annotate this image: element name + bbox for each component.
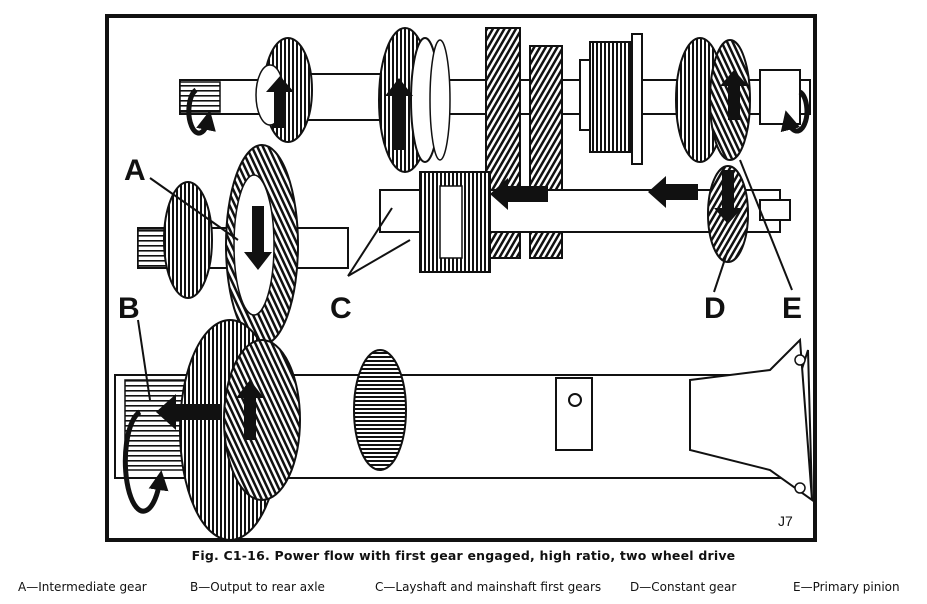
rotation-arrow-icon	[186, 87, 216, 136]
label-c: C	[330, 292, 352, 325]
label-b: B	[118, 292, 140, 325]
label-e: E	[782, 292, 802, 325]
legend-item-a: A—Intermediate gear	[18, 580, 147, 594]
label-leaders	[137, 159, 793, 401]
arrow-up-icon	[266, 76, 294, 128]
label-d: D	[704, 292, 726, 325]
arrow-down-icon	[714, 170, 742, 224]
arrow-up-icon	[385, 78, 413, 150]
plate-id: J7	[778, 513, 793, 529]
label-a: A	[124, 154, 146, 187]
arrow-left-icon	[156, 394, 222, 430]
legend-item-e: E—Primary pinion	[793, 580, 900, 594]
mainshaft-synchro-hub	[589, 33, 643, 165]
arrow-left-icon	[648, 176, 698, 208]
legend-item-b: B—Output to rear axle	[190, 580, 325, 594]
power-flow-arrows	[156, 70, 748, 440]
arrow-left-icon	[490, 178, 548, 210]
legend-item-d: D—Constant gear	[630, 580, 737, 594]
figure-legend: A—Intermediate gear B—Output to rear axl…	[0, 580, 927, 600]
arrow-up-icon	[720, 70, 748, 120]
legend-item-c: C—Layshaft and mainshaft first gears	[375, 580, 602, 594]
primary-pinion-gear	[675, 37, 751, 163]
mainshaft-first-gear	[378, 27, 451, 173]
rotation-arrow-icon	[780, 89, 810, 134]
arrow-up-icon	[236, 380, 264, 440]
output-shaft	[114, 319, 814, 541]
arrow-down-icon	[244, 206, 272, 270]
figure-caption: Fig. C1-16. Power flow with first gear e…	[191, 548, 736, 563]
rotation-arrows	[122, 87, 810, 514]
rotation-arrow-icon	[122, 409, 169, 514]
